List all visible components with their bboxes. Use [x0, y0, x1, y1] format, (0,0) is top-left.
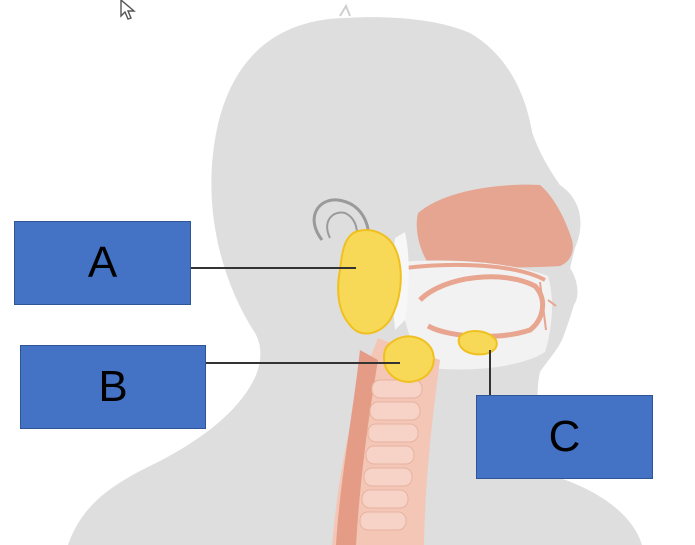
- palate-line: [404, 262, 546, 282]
- label-box-a[interactable]: A: [14, 221, 191, 305]
- parotid-gland: [337, 229, 402, 335]
- label-text-b: B: [98, 362, 128, 411]
- label-text-a: A: [87, 238, 118, 287]
- label-text-c: C: [548, 412, 581, 461]
- label-box-c[interactable]: C: [476, 395, 653, 479]
- trachea-rings: [359, 379, 423, 531]
- mouse-cursor-icon: [120, 0, 136, 20]
- hair-tuft: [339, 3, 351, 17]
- lip-lines: [539, 281, 557, 331]
- sublingual-gland: [457, 330, 498, 356]
- submandibular-gland: [382, 335, 435, 384]
- nasal-cavity: [416, 184, 573, 268]
- label-box-b[interactable]: B: [20, 345, 206, 429]
- esophagus: [336, 350, 378, 545]
